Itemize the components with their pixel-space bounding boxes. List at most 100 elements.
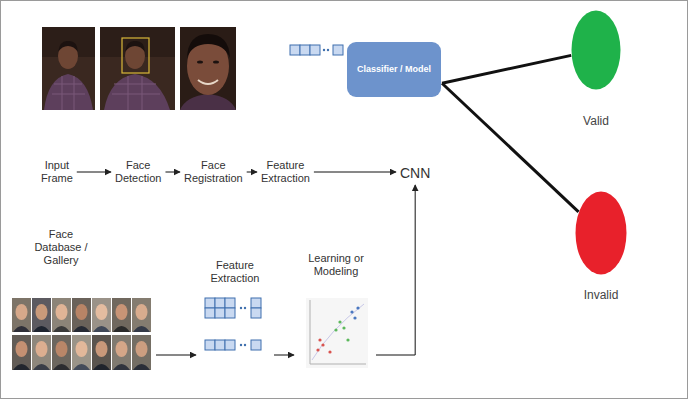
- face-gallery-part: [52, 335, 71, 370]
- registered-face-part: [198, 80, 218, 84]
- detection-photo-part: [125, 41, 145, 52]
- face-gallery-part: [92, 298, 111, 332]
- face-gallery-part-part: [32, 335, 51, 370]
- node-text: Input Frame: [41, 159, 73, 185]
- feature-vectors-part: [205, 298, 215, 308]
- node-text: Face Detection: [115, 159, 161, 185]
- face-gallery-part: [132, 335, 151, 370]
- scatter-plot-part: [318, 338, 321, 341]
- feature-vector-part: [323, 49, 325, 51]
- input-photo-part: [44, 74, 93, 110]
- face-gallery-part-part: [92, 335, 111, 370]
- face-gallery-part-part: [93, 326, 110, 332]
- face-gallery-part-part: [72, 335, 91, 370]
- edge-group: [77, 55, 579, 355]
- face-gallery-part: [32, 335, 51, 370]
- input-photo: [42, 27, 95, 110]
- feature-vectors-part: [215, 308, 225, 318]
- flow-arrow: [314, 172, 396, 173]
- node-text: Feature Extraction: [200, 259, 270, 285]
- flow-arrow: [274, 355, 294, 356]
- face-gallery-part-part: [56, 304, 68, 320]
- face-gallery-part-part: [53, 326, 70, 332]
- feature-vectors-part: [225, 298, 235, 308]
- feature-vectors: [205, 298, 261, 350]
- face-gallery-part-part: [112, 335, 131, 370]
- scatter-plot-part: [321, 343, 324, 346]
- detection-photo-part: [104, 74, 170, 110]
- feature-vectors-part: [215, 340, 225, 350]
- face-gallery-part-part: [96, 304, 108, 320]
- face-gallery-part-part: [76, 304, 88, 320]
- face-gallery-part-part: [116, 304, 128, 320]
- registered-face-part: [187, 34, 230, 58]
- face-gallery-part-part: [93, 364, 110, 370]
- face-gallery-part-part: [76, 341, 88, 357]
- face-gallery-part-part: [72, 298, 91, 332]
- face-gallery: [12, 298, 151, 370]
- face-gallery-part-part: [36, 341, 48, 357]
- step-label: Face Registration: [184, 159, 243, 185]
- feature-vectors-part: [244, 344, 246, 346]
- face-gallery-part: [132, 298, 151, 332]
- scatter-plot-part: [353, 316, 356, 319]
- scatter-plot-part: [306, 298, 368, 368]
- feature-vectors-part: [215, 298, 225, 308]
- face-gallery-part-part: [136, 304, 148, 320]
- detection-photo: [100, 27, 175, 110]
- feature-vector-part: [310, 45, 320, 55]
- node-text: Face Database / Gallery: [28, 228, 94, 267]
- detection-photo-part: [100, 27, 175, 110]
- face-gallery-part: [72, 298, 91, 332]
- face-gallery-part-part: [133, 364, 150, 370]
- face-gallery-part-part: [92, 298, 111, 332]
- feature-vector: [290, 45, 343, 55]
- feature-vector-part: [333, 45, 343, 55]
- step-label: CNN: [400, 165, 430, 182]
- face-gallery-part-part: [52, 335, 71, 370]
- node-text: Learning or Modeling: [298, 252, 374, 278]
- registered-face-part: [180, 94, 236, 110]
- face-gallery-part: [92, 335, 111, 370]
- registered-face-part: [213, 60, 219, 63]
- face-gallery-part-part: [16, 304, 28, 320]
- face-gallery-part: [12, 335, 31, 370]
- scatter-plot-part: [342, 326, 345, 329]
- data-stage: Feature Extraction: [200, 259, 270, 374]
- face-gallery-part: [12, 298, 31, 332]
- face-gallery-part: [72, 335, 91, 370]
- face-gallery-part-part: [113, 326, 130, 332]
- face-gallery-part-part: [112, 298, 131, 332]
- feature-vectors-part: [225, 308, 235, 318]
- scatter-plot-part: [338, 320, 341, 323]
- scatter-plot-part: [346, 338, 349, 341]
- scatter-plot-part: [310, 300, 366, 364]
- face-gallery-part-part: [32, 298, 51, 332]
- scatter-plot: [306, 298, 368, 368]
- face-gallery-part-part: [96, 341, 108, 357]
- data-stage: Face Database / Gallery: [8, 228, 152, 374]
- flow-arrow: [442, 83, 579, 212]
- face-gallery-part-part: [52, 298, 71, 332]
- feature-vector-part: [300, 45, 310, 55]
- face-gallery-part-part: [133, 326, 150, 332]
- circle-fill: [572, 11, 621, 90]
- input-photo-part: [52, 76, 85, 110]
- flow-arrow: [77, 172, 111, 173]
- face-gallery-part-part: [136, 341, 148, 357]
- face-gallery-part-part: [53, 364, 70, 370]
- feature-vector-part: [327, 49, 329, 51]
- flow-arrow: [165, 172, 180, 173]
- face-gallery-part-part: [16, 341, 28, 357]
- feature-vectors-part: [240, 307, 242, 309]
- face-gallery-part: [52, 298, 71, 332]
- circle-fill: [576, 192, 627, 275]
- scatter-plot-part: [356, 306, 359, 309]
- face-gallery-part-part: [116, 341, 128, 357]
- data-stage: Learning or Modeling: [298, 252, 374, 374]
- scatter-plot-part: [334, 328, 337, 331]
- feature-vectors-part: [251, 308, 261, 318]
- node-text: Feature Extraction: [261, 159, 310, 185]
- step-label: Input Frame: [41, 159, 73, 185]
